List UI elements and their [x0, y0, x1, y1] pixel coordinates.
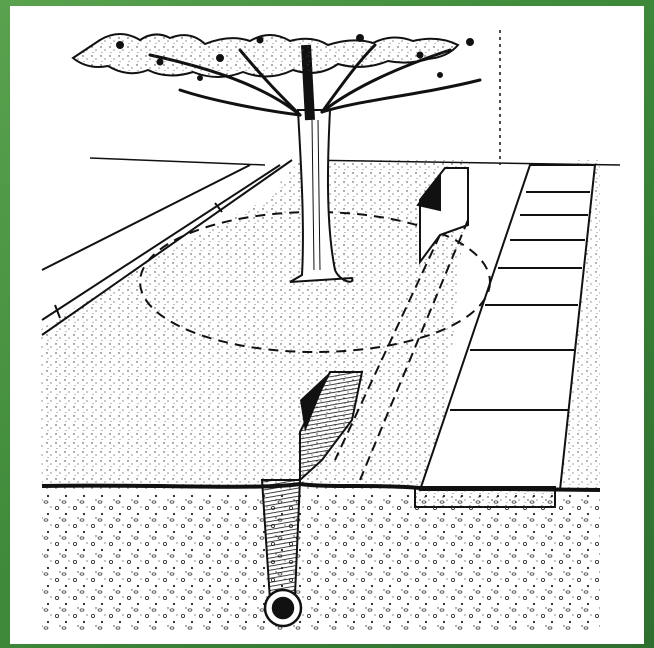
soil-cross-section	[42, 492, 600, 632]
tree-canopy	[73, 34, 473, 80]
drain-pipe	[265, 590, 301, 626]
